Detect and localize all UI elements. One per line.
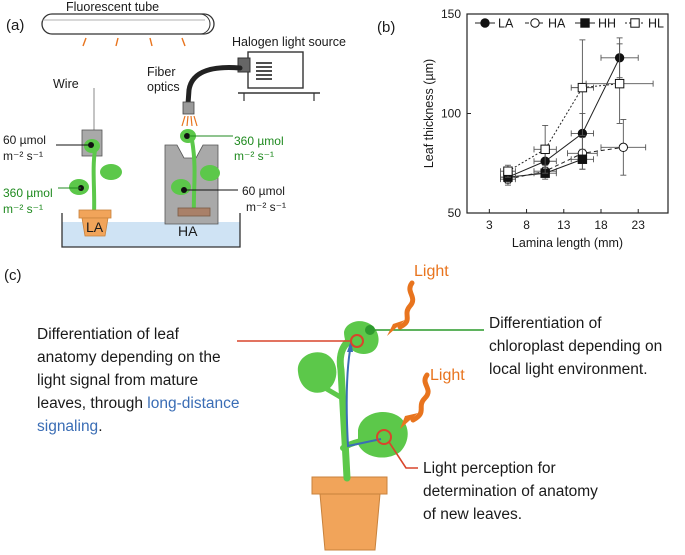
left-line-5: signaling. — [37, 418, 103, 435]
fiber-label-line1: Fiber — [147, 65, 175, 79]
panel-a-label: (a) — [6, 17, 24, 34]
right-top-description: Differentiation of chloroplast depending… — [489, 315, 662, 378]
ha-shade-box — [164, 144, 219, 225]
ha-top-value: 360 µmol — [234, 134, 284, 148]
data-point — [577, 82, 588, 93]
data-point — [577, 154, 588, 164]
legend-label: LA — [498, 17, 514, 31]
light-arrow-top-head — [387, 320, 405, 336]
panel-b-label: (b) — [377, 19, 395, 36]
legend-marker — [630, 18, 640, 28]
light-arrow-top — [397, 280, 416, 330]
legend-marker — [480, 18, 490, 28]
la-top-unit: m⁻² s⁻¹ — [3, 149, 43, 163]
fiber-optic-cable — [185, 65, 243, 107]
long-distance-signal-arrow — [345, 349, 382, 448]
legend-label: HH — [598, 17, 616, 31]
left-line-3: light signal from mature — [37, 372, 198, 389]
x-axis-label: Lamina length (mm) — [512, 236, 623, 250]
light-label-mid: Light — [430, 367, 465, 384]
wire-label: Wire — [53, 77, 79, 91]
right-bottom-line-2: determination of anatomy — [423, 483, 598, 500]
light-arrow-mid — [410, 372, 431, 423]
right-top-line-2: chloroplast depending on — [489, 338, 662, 355]
light-arrow-mid-head — [400, 413, 418, 429]
chloroplast-dot — [365, 325, 375, 335]
series-line — [507, 83, 620, 172]
series-hl — [500, 39, 654, 178]
la-top-value: 60 µmol — [3, 133, 46, 147]
left-line-2: anatomy depending on the — [37, 349, 221, 366]
left-mature-leaf — [297, 352, 337, 393]
plot-frame — [466, 13, 669, 214]
right-bottom-line-1: Light perception for — [423, 460, 556, 477]
right-bottom-line-3: of new leaves. — [423, 506, 522, 523]
right-top-line-3: local light environment. — [489, 361, 648, 378]
fluorescent-tube — [41, 13, 215, 35]
pot-la-label: LA — [86, 219, 104, 235]
left-description: Differentiation of leaf anatomy dependin… — [37, 326, 240, 435]
legend-marker — [530, 18, 540, 28]
panel-a: (a) Fluorescent tube Halogen light sourc… — [3, 0, 346, 248]
fiber-optic-head — [182, 101, 195, 115]
data-point — [618, 142, 629, 153]
y-tick-label: 100 — [441, 107, 461, 121]
ha-top-unit: m⁻² s⁻¹ — [234, 149, 274, 163]
la-bottom-unit: m⁻² s⁻¹ — [3, 202, 43, 216]
fluorescent-tube-label: Fluorescent tube — [66, 0, 159, 14]
panel-c-label: (c) — [4, 267, 22, 284]
ha-plant — [164, 129, 220, 225]
fiber-rays — [181, 115, 198, 127]
series-line — [507, 146, 624, 180]
left-line-4: leaves, through long-distance — [37, 395, 240, 412]
fluorescent-rays — [82, 37, 186, 47]
x-tick-label: 23 — [632, 218, 646, 232]
x-tick-label: 8 — [523, 218, 530, 232]
right-top-line-1: Differentiation of — [489, 315, 602, 332]
x-tick-label: 18 — [594, 218, 608, 232]
series-la — [500, 37, 639, 184]
legend-label: HL — [648, 17, 664, 31]
right-bottom-description: Light perception for determination of an… — [423, 460, 598, 523]
legend: LA HA HH HL — [475, 17, 664, 31]
lower-mature-leaf — [358, 411, 408, 458]
ha-bottom-value: 60 µmol — [242, 184, 285, 198]
y-tick-label: 50 — [448, 206, 462, 220]
fiber-label-line2: optics — [147, 80, 180, 94]
large-pot — [311, 476, 388, 551]
panel-c: (c) Light Light Differen — [4, 263, 662, 551]
y-tick-label: 150 — [441, 7, 461, 21]
data-point — [540, 144, 550, 155]
data-point — [614, 78, 625, 89]
la-plant — [69, 129, 122, 237]
y-axis-label: Leaf thickness (µm) — [422, 59, 436, 168]
pot-ha-label: HA — [178, 223, 198, 239]
la-bottom-value: 360 µmol — [3, 186, 53, 200]
x-tick-label: 3 — [486, 218, 493, 232]
legend-label: HA — [548, 17, 566, 31]
left-line-1: Differentiation of leaf — [37, 326, 180, 343]
data-point — [503, 166, 513, 176]
light-label-top: Light — [414, 263, 449, 280]
ha-bottom-unit: m⁻² s⁻¹ — [246, 200, 286, 214]
halogen-label: Halogen light source — [232, 35, 346, 49]
legend-marker — [580, 18, 590, 28]
bottom-red-connector — [388, 441, 418, 469]
halogen-light-source — [237, 51, 320, 101]
series-line — [507, 57, 621, 178]
mature-leaf-red-circle — [376, 429, 392, 445]
x-tick-label: 13 — [557, 218, 571, 232]
